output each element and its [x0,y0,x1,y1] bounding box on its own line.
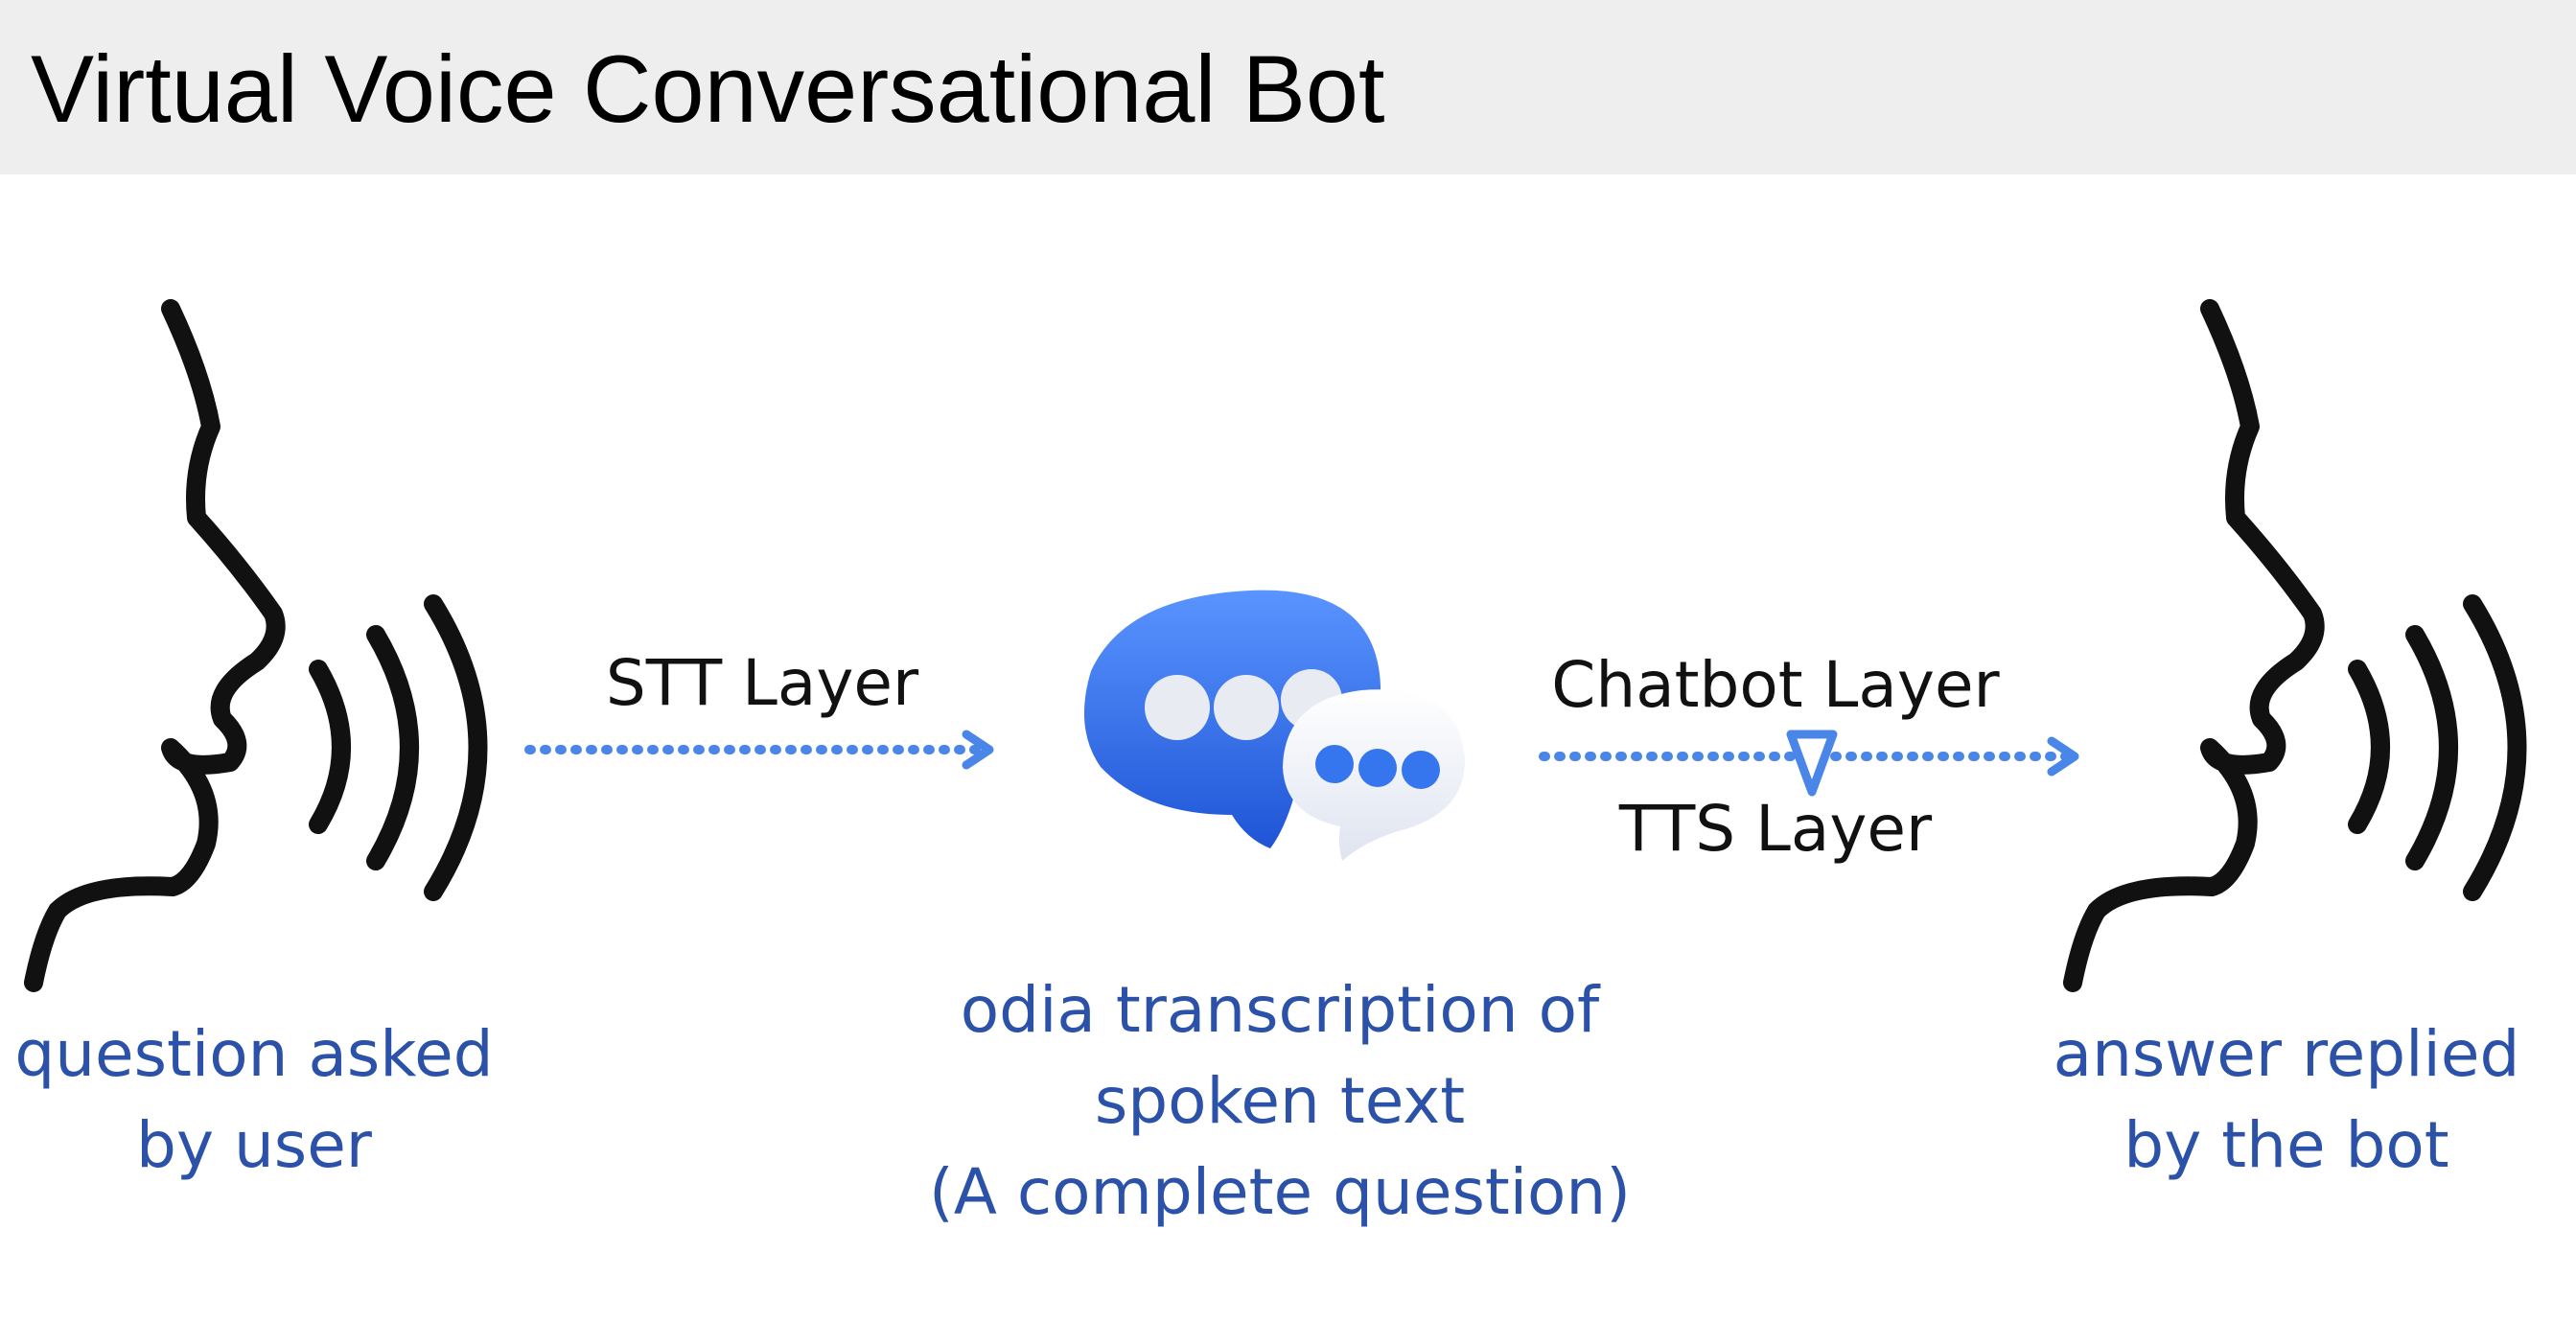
sound-wave-small [309,660,351,834]
center-caption-line: odia transcription of [960,973,1600,1047]
sound-wave-medium [366,625,419,870]
center-caption: odia transcription of spoken text (A com… [882,964,1678,1238]
user-caption: question asked by user [0,1009,508,1191]
head-profile [24,299,286,992]
blue-bubble-dot [1214,675,1279,740]
bot-caption-line: by the bot [2123,1108,2449,1182]
title-bar: Virtual Voice Conversational Bot [0,0,2576,174]
chatbot-tts-arrow [1539,730,2079,797]
center-caption-line: spoken text [1094,1064,1466,1138]
blue-bubble-dot [1145,675,1210,740]
chatbot-layer-label: Chatbot Layer [1551,648,2000,722]
white-bubble-dot [1315,745,1354,783]
user-caption-line: by user [136,1108,372,1182]
center-caption-line: (A complete question) [928,1155,1632,1229]
head-profile [2063,299,2325,992]
down-triangle-marker [1786,730,1838,797]
sound-wave-large [424,594,488,901]
tts-layer-label: TTS Layer [1618,792,1933,866]
speaking-head-icon [24,299,488,992]
stt-arrow [524,730,994,770]
page-title: Virtual Voice Conversational Bot [31,35,1385,142]
sound-wave-large [2463,594,2527,901]
user-caption-line: question asked [14,1017,494,1091]
chat-bubbles-icon [1083,590,1466,861]
bot-caption-line: answer replied [2053,1017,2520,1091]
sound-wave-small [2348,660,2390,834]
white-bubble-dot [1358,749,1397,787]
stt-layer-label: STT Layer [606,646,919,720]
sound-wave-medium [2405,625,2458,870]
bot-caption: answer replied by the bot [2023,1009,2550,1191]
white-bubble-dot [1402,751,1440,789]
speaking-head-icon [2063,299,2527,992]
